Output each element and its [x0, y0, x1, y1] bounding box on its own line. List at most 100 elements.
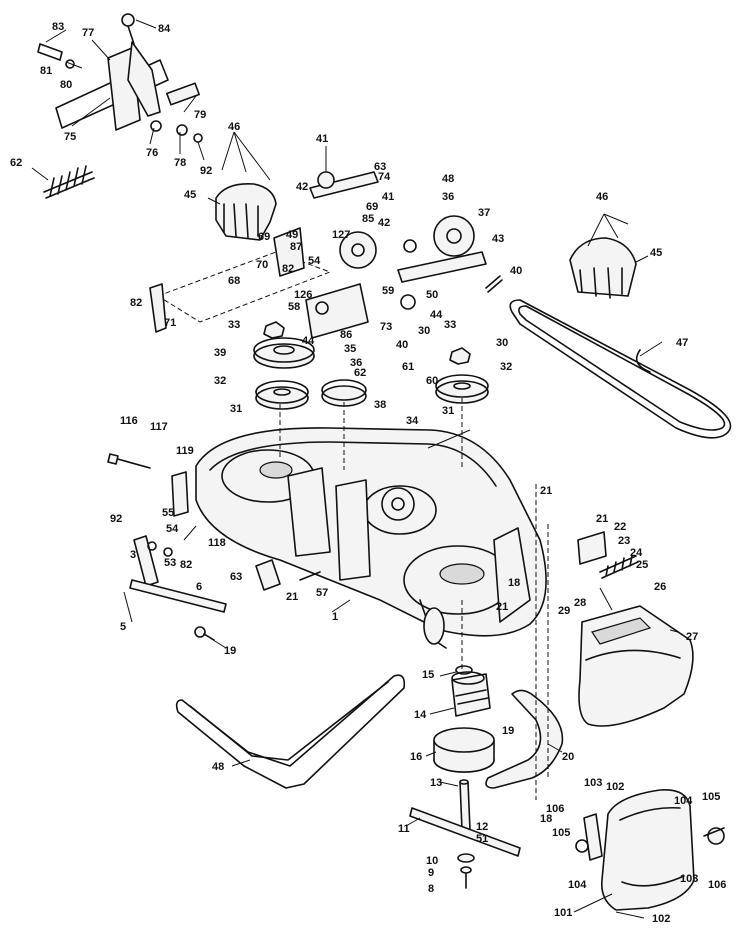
- callout-3: 3: [130, 549, 136, 561]
- lift-lever-assembly: [37, 13, 203, 143]
- callout-78: 78: [174, 157, 186, 169]
- callout-44-left: 44: [302, 335, 315, 347]
- callout-62-left: 62: [10, 157, 22, 169]
- callout-54-top: 54: [308, 255, 321, 267]
- pulley-32-left: [255, 380, 309, 410]
- bolt-19: [194, 626, 215, 641]
- callout-55: 55: [162, 507, 174, 519]
- spindle-shaft-13: [459, 779, 471, 831]
- pulley-39-left: [253, 337, 315, 369]
- callout-106-right: 106: [708, 879, 726, 891]
- lift-link-3: [133, 535, 173, 587]
- mower-deck-housing: [195, 427, 547, 649]
- callout-21-chute: 21: [596, 513, 608, 525]
- callout-82-mid: 82: [282, 263, 294, 275]
- callout-87-top: 87: [290, 241, 302, 253]
- callout-71: 71: [164, 317, 176, 329]
- bracket-119: [171, 471, 189, 517]
- callout-19-right: 19: [502, 725, 514, 737]
- callout-79: 79: [194, 109, 206, 121]
- callout-32-left: 32: [214, 375, 226, 387]
- callout-62-mid: 62: [354, 367, 366, 379]
- idler-arm-upper: [309, 171, 417, 269]
- callout-30-left: 30: [418, 325, 430, 337]
- leader-lines: [31, 19, 679, 919]
- callout-44-mid: 44: [430, 309, 443, 321]
- callout-84: 84: [158, 23, 171, 35]
- callout-42-mid: 42: [378, 217, 390, 229]
- callout-69-mid: 69: [366, 201, 378, 213]
- alignment-lines: [279, 398, 549, 800]
- pulley-center: [321, 379, 367, 407]
- callout-118: 118: [208, 537, 226, 549]
- callout-82-lower: 82: [180, 559, 192, 571]
- callout-43: 43: [492, 233, 504, 245]
- callout-13: 13: [430, 777, 442, 789]
- callout-6: 6: [196, 581, 202, 593]
- callout-85: 85: [362, 213, 374, 225]
- callout-38: 38: [374, 399, 386, 411]
- callout-32-right: 32: [500, 361, 512, 373]
- callout-36-mid: 36: [350, 357, 362, 369]
- callout-45-left: 45: [184, 189, 196, 201]
- callout-15: 15: [422, 669, 434, 681]
- callout-102-bottom: 102: [652, 913, 670, 925]
- callout-53: 53: [164, 557, 176, 569]
- deck-hanger-bracket: [149, 227, 332, 333]
- callout-92: 92: [200, 165, 212, 177]
- callout-19-left: 19: [224, 645, 236, 657]
- spindle-housing-14: [451, 665, 491, 717]
- callout-46-right: 46: [596, 191, 608, 203]
- callout-1: 1: [332, 611, 338, 623]
- callout-49: 49: [286, 229, 298, 241]
- callout-8: 8: [428, 883, 434, 895]
- callout-21-lower: 21: [286, 591, 298, 603]
- callout-16: 16: [410, 751, 422, 763]
- callout-51: 51: [476, 833, 488, 845]
- pulley-32-right: [435, 374, 489, 404]
- callout-24: 24: [630, 547, 643, 559]
- callout-14: 14: [414, 709, 427, 721]
- callout-41-mid: 41: [382, 191, 394, 203]
- callout-48-top: 48: [442, 173, 454, 185]
- callout-101: 101: [554, 907, 572, 919]
- callout-31-left: 31: [230, 403, 242, 415]
- callout-103-top: 103: [584, 777, 602, 789]
- callout-10: 10: [426, 855, 438, 867]
- callout-60: 60: [426, 375, 438, 387]
- idler-bracket-43: [397, 215, 503, 293]
- nut-33-right: [449, 347, 471, 365]
- callout-57: 57: [316, 587, 328, 599]
- callout-73: 73: [380, 321, 392, 333]
- nut-33-left: [263, 321, 285, 339]
- callout-92-left: 92: [110, 513, 122, 525]
- callout-46-left: 46: [228, 121, 240, 133]
- callout-86: 86: [340, 329, 352, 341]
- callout-45-right: 45: [650, 247, 662, 259]
- callout-54-left: 54: [166, 523, 179, 535]
- discharge-chute-27: [578, 605, 694, 727]
- callout-18-mid: 18: [508, 577, 520, 589]
- callout-23: 23: [618, 535, 630, 547]
- callout-74: 74: [378, 171, 391, 183]
- blade-11: [409, 807, 521, 857]
- spring-62-left: [43, 165, 95, 199]
- callout-117: 117: [150, 421, 168, 433]
- callout-28: 28: [574, 597, 586, 609]
- callout-27: 27: [686, 631, 698, 643]
- callout-105-right: 105: [702, 791, 720, 803]
- baffle-20: [485, 689, 564, 789]
- callout-70: 70: [256, 259, 268, 271]
- rod-6: [129, 579, 227, 613]
- callout-33-left: 33: [228, 319, 240, 331]
- callout-21-top: 21: [540, 485, 552, 497]
- callout-35: 35: [344, 343, 356, 355]
- callout-25: 25: [636, 559, 648, 571]
- bolt-116: [107, 453, 151, 469]
- callout-81: 81: [40, 65, 52, 77]
- callout-36-top: 36: [442, 191, 454, 203]
- callout-116: 116: [120, 415, 138, 427]
- callout-69-left: 69: [258, 231, 270, 243]
- callout-29: 29: [558, 605, 570, 617]
